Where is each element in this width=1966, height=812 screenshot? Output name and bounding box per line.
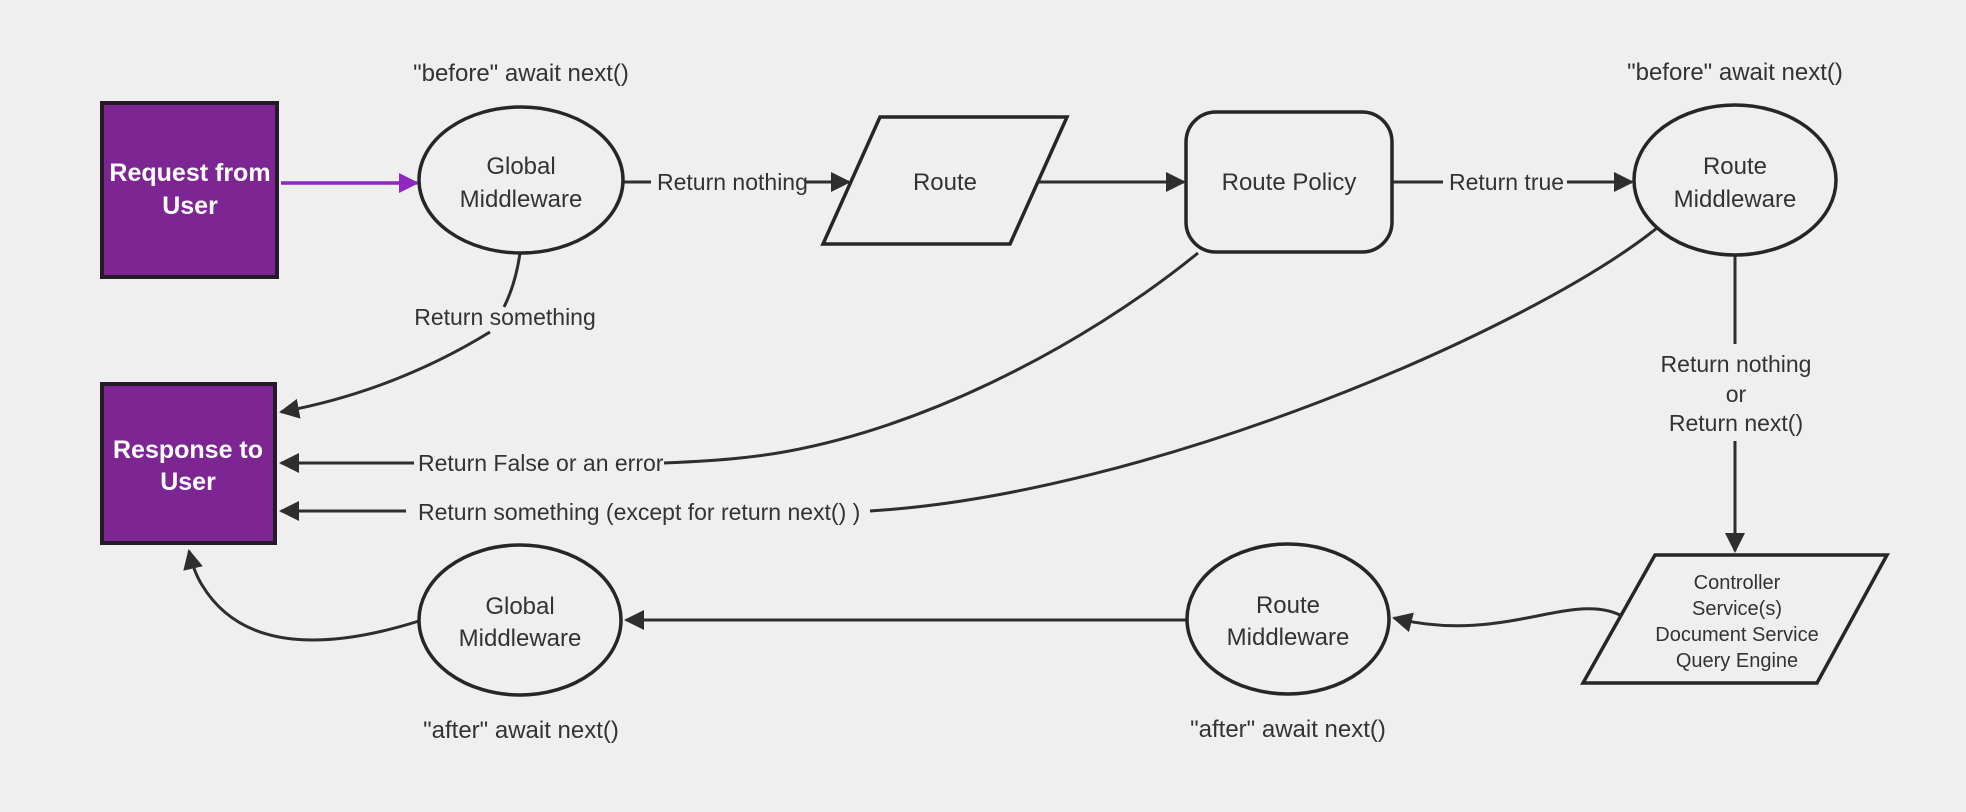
svg-text:Request from: Request from	[109, 159, 270, 187]
svg-text:User: User	[162, 192, 218, 220]
annotation-before-route: "before" await next()	[1627, 59, 1843, 86]
edges	[183, 172, 1745, 642]
route-policy-box	[1184, 110, 1394, 254]
svg-text:Query Engine: Query Engine	[1676, 650, 1798, 672]
node-route-middleware-bottom: Route Middleware	[1185, 542, 1391, 696]
controller-parallelogram	[1580, 553, 1890, 685]
edge-routemw-return-something-curve	[869, 226, 1658, 513]
svg-text:Middleware: Middleware	[1674, 186, 1797, 213]
svg-text:Global: Global	[485, 593, 554, 620]
node-global-middleware-bottom: Global Middleware	[417, 543, 623, 697]
svg-text:Controller: Controller	[1694, 572, 1781, 594]
edge-label-return-nothing-or-next: Return nothing or Return next()	[1661, 351, 1812, 436]
edge-label-return-true: Return true	[1449, 169, 1564, 195]
edge-global-return-something-bottom	[279, 330, 491, 419]
response-box	[100, 382, 277, 545]
edge-labels: Return nothing Return true Return someth…	[414, 169, 1811, 525]
svg-text:Global: Global	[486, 153, 555, 180]
route-middleware-bottom-ellipse	[1185, 542, 1391, 696]
annotation-after-global: "after" await next()	[423, 717, 619, 744]
svg-text:Middleware: Middleware	[459, 625, 582, 652]
node-controller-services: Controller Service(s) Document Service Q…	[1580, 553, 1890, 685]
route-middleware-top-ellipse	[1632, 103, 1838, 257]
edge-label-return-something-except: Return something (except for return next…	[418, 499, 860, 525]
edge-label-return-false: Return False or an error	[418, 450, 664, 476]
route-parallelogram	[820, 115, 1070, 246]
svg-text:Route: Route	[1703, 153, 1767, 180]
global-middleware-bottom-ellipse	[417, 543, 623, 697]
svg-text:Return next(): Return next()	[1669, 410, 1803, 436]
svg-text:Route: Route	[913, 169, 977, 196]
svg-text:Route Policy: Route Policy	[1222, 169, 1357, 196]
edge-label-return-something: Return something	[414, 304, 596, 330]
node-route-middleware-top: Route Middleware	[1632, 103, 1838, 257]
svg-text:Middleware: Middleware	[1227, 624, 1350, 651]
node-route: Route	[820, 115, 1070, 246]
edge-globalmw-bottom-to-response	[183, 549, 420, 642]
svg-text:User: User	[160, 468, 216, 496]
annotation-before-global: "before" await next()	[413, 60, 629, 87]
svg-text:Return nothing: Return nothing	[1661, 351, 1812, 377]
svg-text:Service(s): Service(s)	[1692, 598, 1782, 620]
svg-text:Response to: Response to	[113, 436, 263, 464]
node-request-from-user: Request from User	[100, 101, 279, 279]
svg-text:or: or	[1726, 381, 1747, 407]
request-box	[100, 101, 279, 279]
edge-policy-return-false-curve	[663, 251, 1199, 465]
node-route-policy: Route Policy	[1184, 110, 1394, 254]
svg-text:Document Service: Document Service	[1655, 624, 1818, 646]
edge-global-return-something-top	[502, 252, 522, 308]
edge-controller-to-routemw-bottom	[1392, 607, 1621, 633]
svg-text:Middleware: Middleware	[460, 186, 583, 213]
annotations: "before" await next() "before" await nex…	[413, 59, 1843, 744]
annotation-after-route: "after" await next()	[1190, 716, 1386, 743]
node-global-middleware-top: Global Middleware	[417, 105, 625, 255]
global-middleware-top-ellipse	[417, 105, 625, 255]
node-response-to-user: Response to User	[100, 382, 277, 545]
svg-text:Route: Route	[1256, 592, 1320, 619]
edge-label-return-nothing: Return nothing	[657, 169, 808, 195]
